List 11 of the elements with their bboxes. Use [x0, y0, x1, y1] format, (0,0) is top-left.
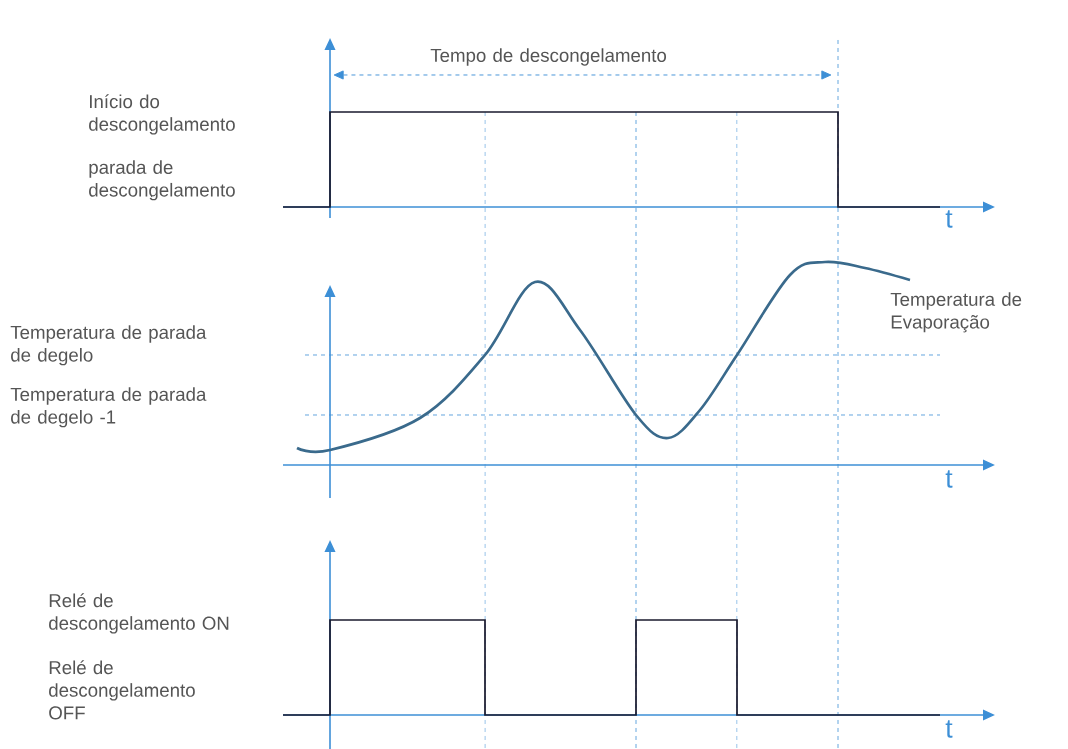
signal-label: Relé de descongelamento ON: [49, 593, 229, 634]
signal-label: Relé de descongelamento OFF: [49, 660, 195, 720]
level-label: Temperatura de parada de degelo -1: [10, 387, 207, 428]
curve-label: Temperatura de Evaporação: [890, 292, 1022, 333]
axis-label: t: [945, 720, 953, 738]
axis-label: t: [945, 210, 953, 228]
level-label: Temperatura de parada de degelo: [10, 325, 207, 366]
signal-label: parada de descongelamento: [89, 160, 235, 201]
axis-label: t: [945, 470, 953, 488]
signal-label: Início do descongelamento: [89, 94, 235, 135]
dimension-label: Tempo de descongelamento: [430, 48, 667, 66]
